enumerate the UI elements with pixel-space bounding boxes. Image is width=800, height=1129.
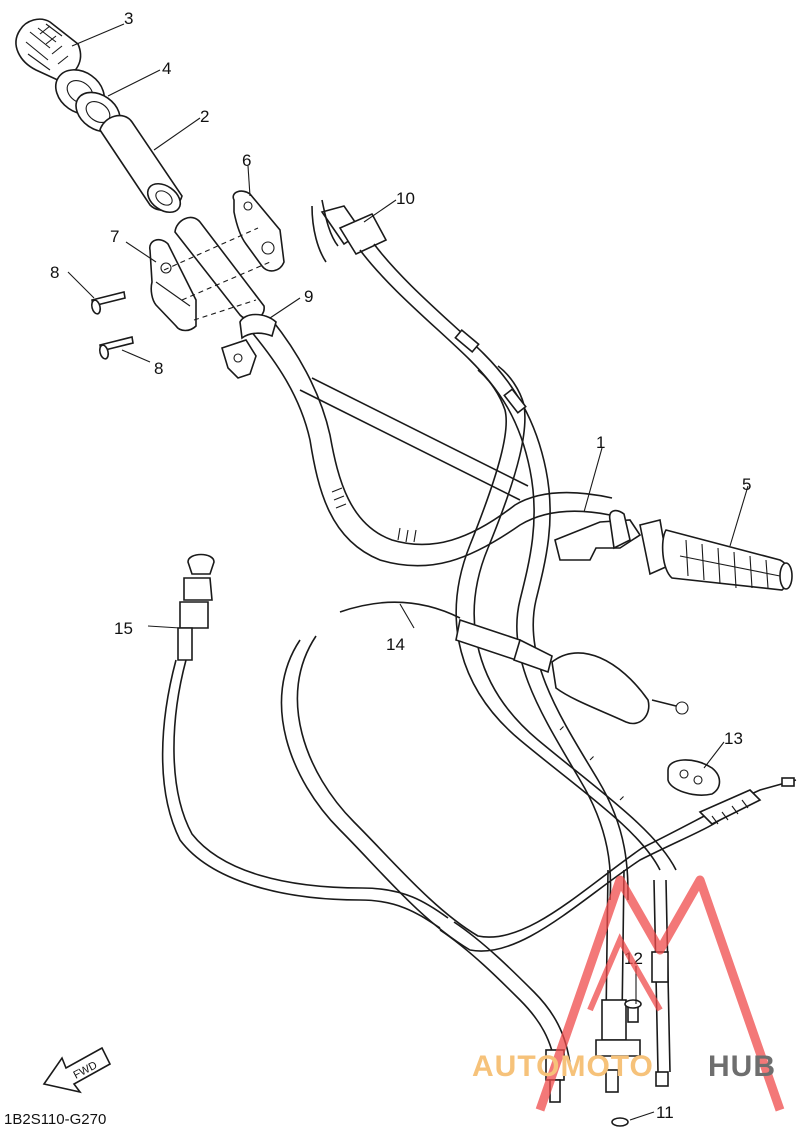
callout-11: 11	[656, 1103, 674, 1122]
diagram-code: 1B2S110-G270	[4, 1111, 106, 1128]
washer	[611, 1117, 629, 1127]
right-grip	[554, 509, 793, 591]
cable-guide	[667, 759, 721, 796]
fwd-arrow-icon: FWD	[42, 1046, 112, 1094]
callout-14: 14	[386, 635, 405, 654]
callout-15: 15	[114, 619, 133, 638]
throttle-cables	[311, 199, 551, 601]
callout-1: 1	[596, 433, 605, 452]
throttle-tube	[99, 114, 183, 214]
screw	[98, 336, 134, 360]
left-grip	[15, 18, 82, 83]
cable-clamp	[221, 313, 277, 379]
choke-cable	[161, 553, 449, 929]
watermark-logo	[535, 875, 785, 1112]
callout-5: 5	[742, 475, 751, 494]
callout-13: 13	[724, 729, 743, 748]
callout-8-lower: 8	[154, 359, 163, 378]
callout-8-upper: 8	[50, 263, 59, 282]
callout-3: 3	[124, 9, 133, 28]
watermark-text-a: AUTOMOTO	[472, 1050, 654, 1083]
watermark-text-b: HUB	[708, 1050, 776, 1083]
callout-10: 10	[396, 189, 415, 208]
callout-7: 7	[110, 227, 119, 246]
throttle-housing	[232, 190, 285, 272]
callout-6: 6	[242, 151, 251, 170]
screw	[90, 291, 126, 315]
screw-12	[624, 999, 642, 1023]
callout-9: 9	[304, 287, 313, 306]
callout-2: 2	[200, 107, 209, 126]
handlebar	[249, 319, 613, 567]
callout-4: 4	[162, 59, 171, 78]
lever-holder	[149, 238, 197, 332]
